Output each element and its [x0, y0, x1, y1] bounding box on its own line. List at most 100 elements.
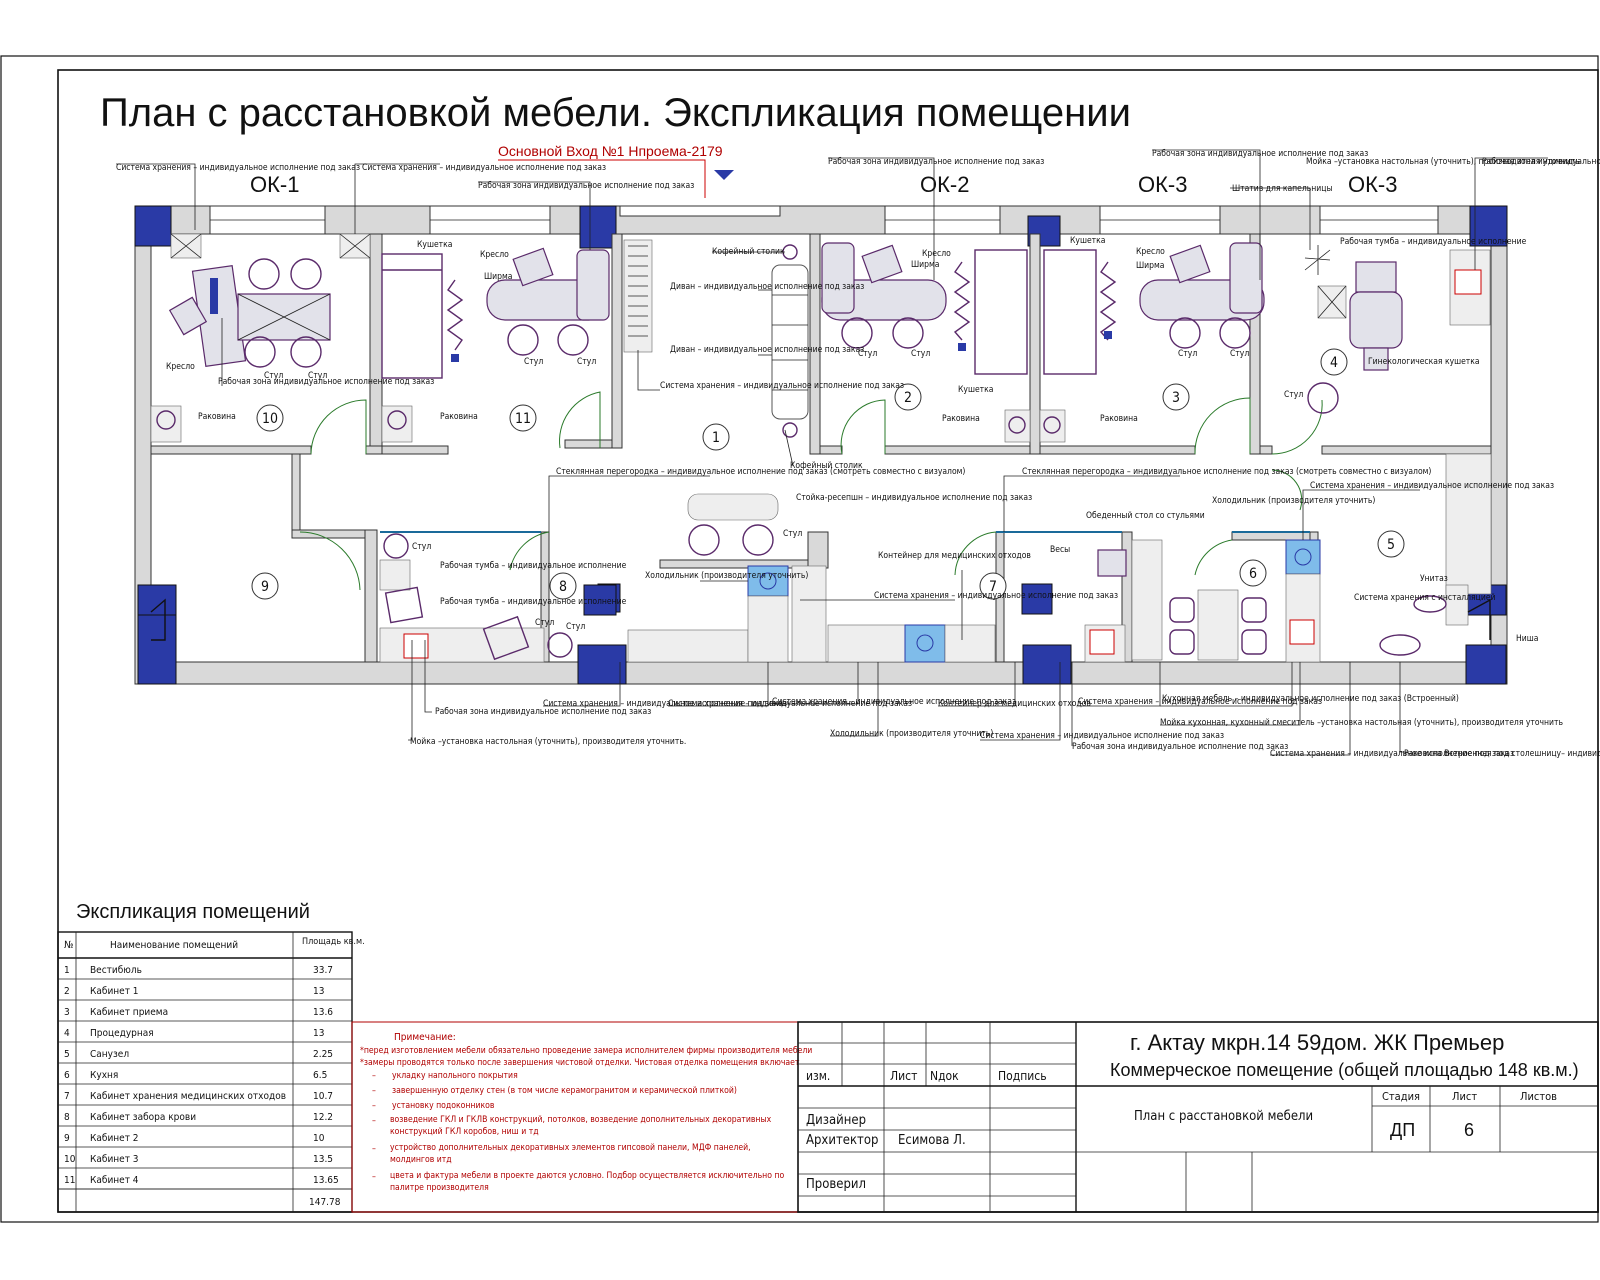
note-sink: Раковина: [198, 412, 236, 422]
door: [1194, 397, 1251, 455]
stamp-designer: Дизайнер: [806, 1113, 866, 1128]
note-storage-5: Система хранения – индивидуальное исполн…: [1310, 481, 1554, 491]
explication-row-area: 10: [313, 1133, 325, 1144]
note-stool: Стул: [1284, 390, 1303, 400]
note-line: устройство дополнительных декоративных э…: [390, 1143, 751, 1165]
note-sink: Раковина: [1100, 414, 1138, 424]
note-line: цвета и фактура мебели в проекте даются …: [390, 1171, 785, 1193]
note-b-sink: Мойка –установка настольная (уточнить), …: [410, 737, 686, 747]
door: [840, 399, 886, 455]
stamp-checked: Проверил: [806, 1177, 866, 1192]
stamp-sheet-title: План с расстановкой мебели: [1134, 1109, 1313, 1124]
note-stool: Стул: [577, 357, 596, 367]
svg-text:–: –: [372, 1086, 376, 1096]
note-gyn-couch: Гинекологическая кушетка: [1368, 357, 1480, 367]
notes-block: Примечание: *перед изготовлением мебели …: [351, 1021, 812, 1213]
note-work-stand-4: Рабочая тумба – индивидуальное исполнени…: [1340, 236, 1527, 247]
note-line: завершенную отделку стен (в том числе ке…: [392, 1086, 737, 1096]
stamp-architect-name: Есимова Л.: [898, 1133, 966, 1148]
note-stool: Стул: [308, 371, 327, 381]
note-b-kitchen: Кухонная мебель – индивидуальное исполне…: [1162, 693, 1459, 704]
entrance-label: Основной Вход №1 Нпроема-2179: [498, 143, 723, 159]
note-tripod: Штатив для капельницы: [1232, 184, 1333, 194]
door: [1194, 539, 1233, 576]
stamp-podpis: Подпись: [998, 1069, 1047, 1083]
column: [1022, 644, 1072, 685]
explication-heading: Экспликация помещений: [76, 901, 310, 923]
explication-col-area: Площадь кв.м.: [302, 937, 365, 947]
note-stool: Стул: [566, 622, 585, 632]
note-storage-1: Система хранения – индивидуальное исполн…: [116, 163, 360, 173]
note-b-storage-5: Система хранения – индивидуальное исполн…: [1078, 697, 1322, 707]
room-number-3: 3: [1172, 390, 1180, 406]
note-b-work-zone-2: Рабочая зона индивидуальное исполнение п…: [1072, 741, 1288, 752]
window-ok3b: ОК-3: [1348, 172, 1398, 197]
column: [577, 644, 627, 685]
floor-plan: 1 2 3 4 5 6 7 8 9 10 11: [134, 205, 1508, 685]
room-5-furniture: [1379, 584, 1469, 656]
column: [134, 205, 172, 247]
note-screen-3: Ширма: [1136, 261, 1164, 271]
note-glass-partition-1: Стеклянная перегородка – индивидуальное …: [556, 467, 965, 477]
stamp-stage: ДП: [1390, 1120, 1415, 1140]
note-stool: Стул: [858, 349, 877, 359]
room-numbers: 1 2 3 4 5 6 7 8 9 10 11: [251, 348, 1405, 600]
window-openings: [209, 205, 1439, 235]
explication-total: 147.78: [309, 1197, 341, 1208]
note-screen-11: Ширма: [484, 272, 512, 282]
wall-bottom: [134, 661, 1508, 685]
column: [579, 205, 617, 249]
column: [1021, 583, 1053, 615]
door: [1271, 469, 1303, 511]
room-11-furniture: [381, 247, 610, 443]
explication-row-no: 6: [64, 1070, 70, 1081]
door: [310, 399, 367, 455]
explication-row-name: Кабинет 1: [90, 985, 139, 997]
room-number-6: 6: [1249, 566, 1257, 582]
explication-row-name: Процедурная: [90, 1028, 154, 1039]
explication-row-area: 13.6: [313, 1007, 333, 1018]
explication-row-area: 13.5: [313, 1154, 333, 1165]
note-storage-2: Система хранения – индивидуальное исполн…: [362, 163, 606, 173]
explication-row-no: 7: [64, 1091, 70, 1102]
explication-row-name: Кухня: [90, 1070, 118, 1081]
room-3-furniture: [1039, 242, 1265, 443]
column: [1469, 205, 1508, 247]
note-chair-3: Кресло: [1136, 247, 1165, 257]
note-reception: Стойка-ресепшн – индивидуальное исполнен…: [796, 493, 1032, 503]
note-line: возведение ГКЛ и ГКЛВ конструкций, потол…: [390, 1115, 772, 1137]
explication-row-no: 2: [64, 986, 70, 997]
note-line: укладку напольного покрытия: [392, 1071, 518, 1081]
explication-row-name: Вестибюль: [90, 964, 142, 976]
page-title: План с расстановкой мебели. Экспликация …: [100, 91, 1131, 135]
note-work-zone-3: Рабочая зона индивидуальное исполнение п…: [1152, 148, 1368, 159]
explication-table: Экспликация помещений № Наименование пом…: [57, 901, 365, 1213]
explication-col-no: №: [64, 940, 73, 951]
stamp-sheets-heading: Листов: [1520, 1090, 1557, 1103]
column: [137, 584, 177, 616]
explication-row-name: Кабинет 2: [90, 1132, 139, 1144]
explication-row-no: 9: [64, 1133, 70, 1144]
note-chair-2: Кресло: [922, 249, 951, 259]
explication-row-no: 8: [64, 1112, 70, 1123]
note-sink: Раковина: [942, 414, 980, 424]
lobby-furniture: [623, 239, 809, 556]
note-work-stand-8b: Рабочая тумба – индивидуальное исполнени…: [440, 596, 627, 607]
note-toilet: Унитаз: [1420, 574, 1448, 584]
note-storage-toilet: Система хранения с инсталляцией: [1354, 593, 1496, 603]
wall-top: [134, 205, 1508, 235]
svg-text:–: –: [372, 1144, 376, 1154]
stamp-ndok: Nдок: [930, 1069, 959, 1083]
notes-heading: Примечание:: [394, 1032, 456, 1043]
room-number-10: 10: [262, 411, 278, 427]
explication-row-area: 2.25: [313, 1049, 333, 1060]
room-number-8: 8: [559, 579, 567, 595]
room-4-furniture: [1304, 245, 1491, 414]
room-number-7: 7: [989, 579, 997, 595]
note-work-zone-2: Рабочая зона индивидуальное исполнение п…: [828, 156, 1044, 167]
stamp-address: г. Актау мкрн.14 59дом. ЖК Премьер: [1130, 1030, 1504, 1055]
explication-row-name: Кабинет приема: [90, 1006, 168, 1018]
explication-row-area: 13: [313, 1028, 324, 1039]
stamp-stage-heading: Стадия: [1382, 1090, 1420, 1103]
note-b-basin: Раковина Встроенная под столешницу– инди…: [1404, 749, 1600, 759]
